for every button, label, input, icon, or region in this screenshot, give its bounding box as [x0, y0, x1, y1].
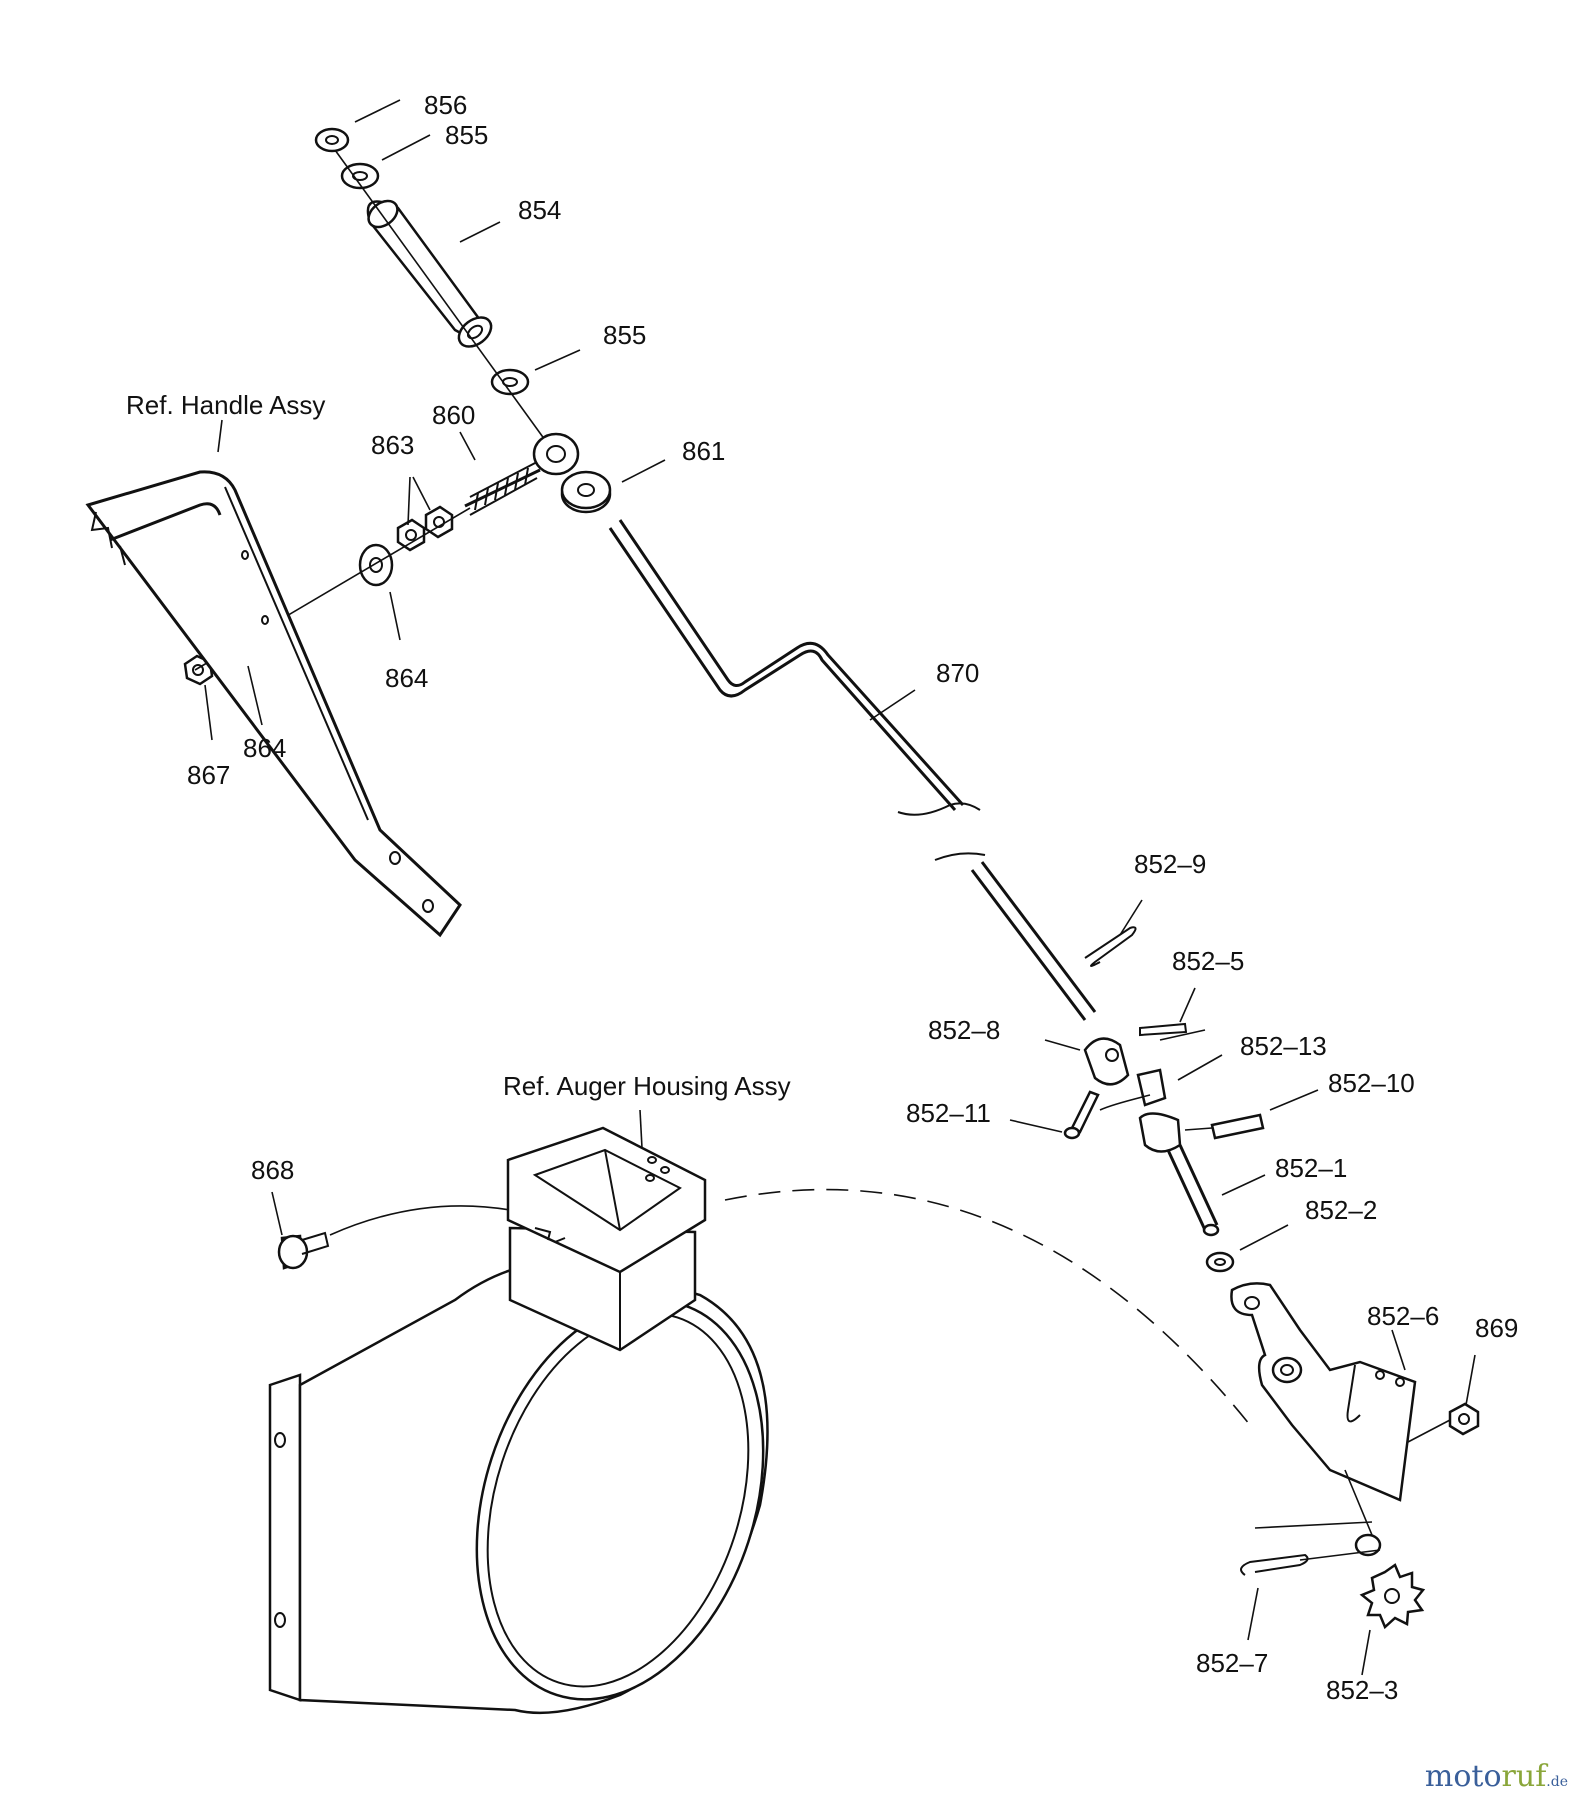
handle-assembly [85, 470, 462, 938]
washer-852-2 [1205, 1251, 1235, 1273]
label-867: 867 [187, 760, 231, 790]
label-855-lower: 855 [603, 320, 647, 350]
bolt-868-axis [329, 1205, 511, 1236]
washer-864-right [358, 543, 394, 587]
bushing-861 [560, 470, 612, 514]
pin-852-5-axis [1159, 1029, 1206, 1041]
dashed-assembly-arc [724, 1188, 1251, 1426]
label-860: 860 [432, 400, 476, 430]
label-852-8: 852–8 [928, 1015, 1001, 1045]
label-852-2: 852–2 [1305, 1195, 1378, 1225]
tube-854 [366, 199, 493, 348]
bolt-868 [277, 1231, 330, 1270]
label-852-9: 852–9 [1134, 849, 1207, 879]
pin-852-10-axis [1184, 1127, 1213, 1131]
label-855-top: 855 [445, 120, 489, 150]
label-856: 856 [424, 90, 468, 120]
nut-869 [1448, 1402, 1480, 1436]
label-852-6: 852–6 [1367, 1301, 1440, 1331]
clevis-852-8 [1083, 1037, 1130, 1086]
bracket-852-6 [1230, 1282, 1417, 1502]
watermark-logo: motoruf.de [1425, 1759, 1568, 1794]
label-ref-handle-assy: Ref. Handle Assy [126, 390, 326, 420]
pin-852-11-axis [1099, 1094, 1151, 1111]
label-ref-auger-housing-assy: Ref. Auger Housing Assy [503, 1071, 791, 1101]
label-861: 861 [682, 436, 726, 466]
clip-852-7 [1240, 1553, 1309, 1576]
nuts-863 [396, 505, 454, 552]
pin-852-10 [1210, 1113, 1265, 1140]
auger-housing [268, 1126, 769, 1715]
pin-852-11 [1063, 1090, 1100, 1140]
washer-856 [314, 127, 350, 153]
label-854: 854 [518, 195, 562, 225]
shaft-852-1 [1138, 1112, 1220, 1237]
leader-lines [204, 99, 1476, 1676]
block-852-13 [1136, 1068, 1167, 1107]
label-852-7: 852–7 [1196, 1648, 1269, 1678]
label-852-11: 852–11 [906, 1098, 991, 1128]
rod-870 [608, 519, 1097, 1021]
label-852-10: 852–10 [1328, 1068, 1415, 1098]
pin-852-5 [1139, 1022, 1188, 1037]
logo-suffix: .de [1546, 1774, 1568, 1790]
hairpin-852-9 [1084, 926, 1137, 967]
logo-accent: ruf [1501, 1759, 1547, 1794]
eye-bolt-860 [464, 432, 580, 516]
label-869: 869 [1475, 1313, 1519, 1343]
label-868: 868 [251, 1155, 295, 1185]
label-863: 863 [371, 430, 415, 460]
assembly-axis-line [334, 149, 546, 441]
logo-main: moto [1424, 1759, 1502, 1794]
label-852-1: 852–1 [1275, 1153, 1348, 1183]
label-852-3: 852–3 [1326, 1675, 1399, 1705]
label-864-left: 864 [243, 733, 287, 763]
label-852-5: 852–5 [1172, 946, 1245, 976]
label-870: 870 [936, 658, 980, 688]
label-864-right: 864 [385, 663, 429, 693]
nut-869-axis [1407, 1419, 1451, 1443]
gear-852-3 [1354, 1533, 1426, 1630]
label-852-13: 852–13 [1240, 1031, 1327, 1061]
gear-axis-lines [1254, 1469, 1381, 1561]
